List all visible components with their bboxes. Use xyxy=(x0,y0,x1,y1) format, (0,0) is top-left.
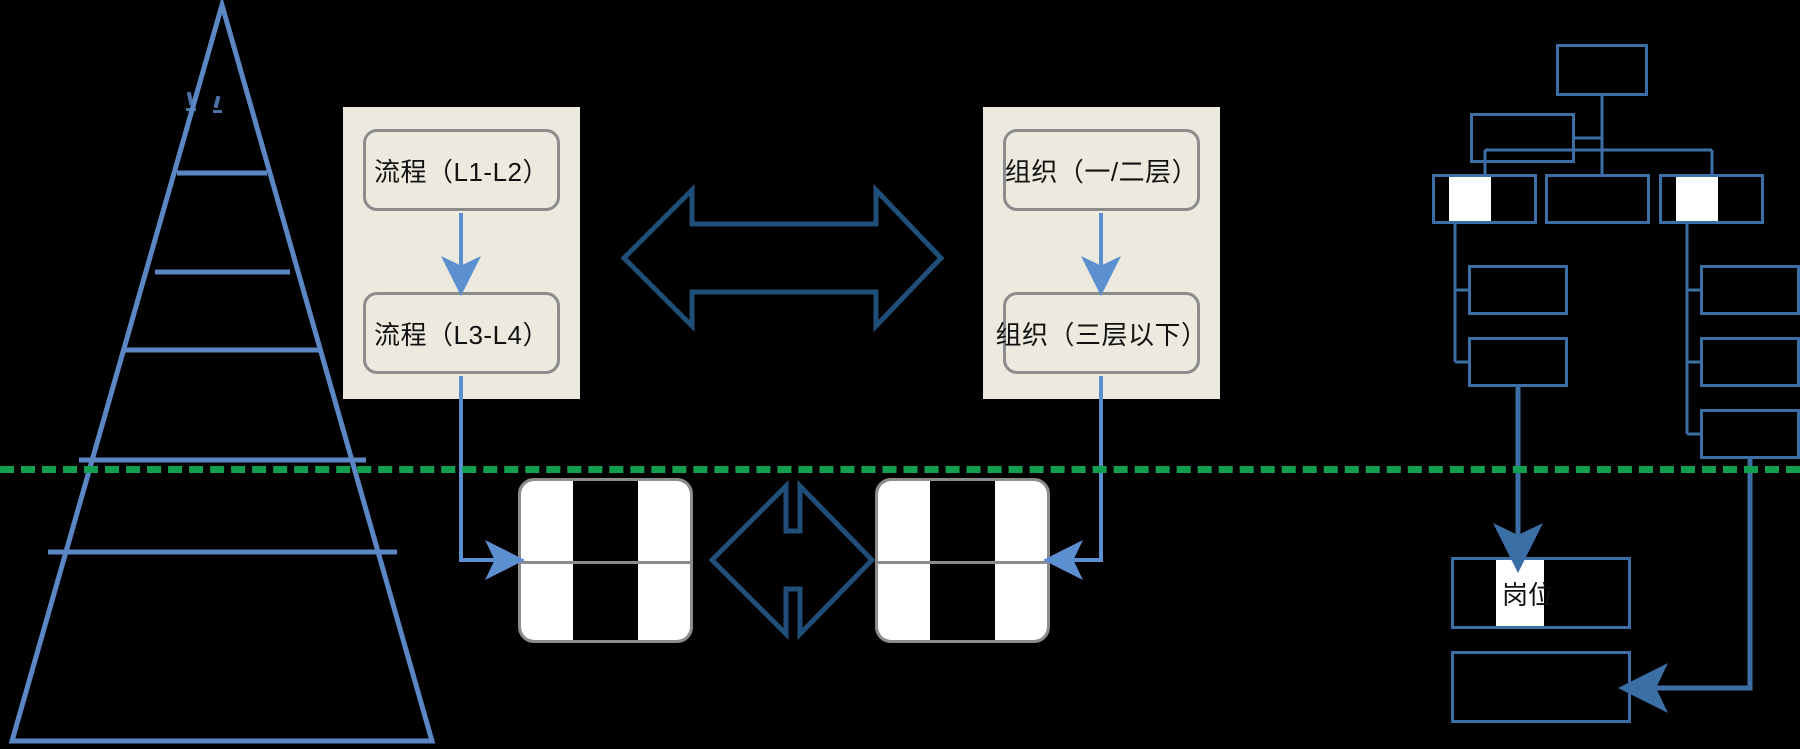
pyramid-apex-label xyxy=(186,91,222,113)
table-row xyxy=(521,481,690,561)
table-cell xyxy=(521,563,574,640)
org-node-div3-child1[interactable] xyxy=(1700,265,1800,315)
table-cell xyxy=(878,481,931,561)
org-node-div3[interactable] xyxy=(1659,174,1764,224)
table-cell xyxy=(994,563,1047,640)
process-box-l3l4[interactable]: 流程（L3-L4） xyxy=(363,292,560,374)
table-row xyxy=(878,481,1047,561)
table-row xyxy=(521,560,690,640)
org-box-level12-label: 组织（一/二层） xyxy=(1004,156,1199,187)
org-node-div1-child2[interactable] xyxy=(1468,337,1568,387)
position-box-label: 岗位 xyxy=(1502,579,1555,610)
org-box-level12[interactable]: 组织（一/二层） xyxy=(1003,129,1200,211)
bidirectional-arrow-top xyxy=(620,183,945,333)
table-cell xyxy=(521,481,574,561)
process-box-l1l2-label: 流程（L1-L2） xyxy=(374,156,549,187)
table-cell xyxy=(930,481,995,561)
org-to-position-detail-connector xyxy=(1618,459,1753,713)
org-node-staff[interactable] xyxy=(1470,113,1575,163)
org-chart-connectors xyxy=(1453,96,1714,436)
table-row xyxy=(878,560,1047,640)
org-node-div3-child2[interactable] xyxy=(1700,337,1800,387)
process-to-activity-connector xyxy=(459,376,525,580)
table-cell xyxy=(573,481,638,561)
org-node-div1-textfill xyxy=(1449,177,1491,221)
process-box-l3l4-label: 流程（L3-L4） xyxy=(374,319,549,350)
org-box-level3down[interactable]: 组织（三层以下） xyxy=(996,292,1207,374)
org-box-level3down-label: 组织（三层以下） xyxy=(995,319,1208,350)
org-to-activity-connector xyxy=(1043,376,1103,580)
org-node-root[interactable] xyxy=(1556,44,1648,96)
org-node-div1[interactable] xyxy=(1432,174,1537,224)
bidirectional-arrow-bottom xyxy=(708,479,876,641)
activity-table-left[interactable] xyxy=(518,478,693,643)
table-cell xyxy=(637,481,690,561)
org-node-div1-child1[interactable] xyxy=(1468,265,1568,315)
org-node-div2[interactable] xyxy=(1545,174,1650,224)
table-cell xyxy=(637,563,690,640)
org-node-div3-child3[interactable] xyxy=(1700,409,1800,459)
table-cell xyxy=(878,563,931,640)
org-node-div3-textfill xyxy=(1676,177,1718,221)
capability-pyramid xyxy=(8,0,436,744)
green-dashed-divider xyxy=(0,466,1800,473)
table-cell xyxy=(930,563,995,640)
table-cell xyxy=(994,481,1047,561)
table-cell xyxy=(573,563,638,640)
process-box-l1l2[interactable]: 流程（L1-L2） xyxy=(363,129,560,211)
